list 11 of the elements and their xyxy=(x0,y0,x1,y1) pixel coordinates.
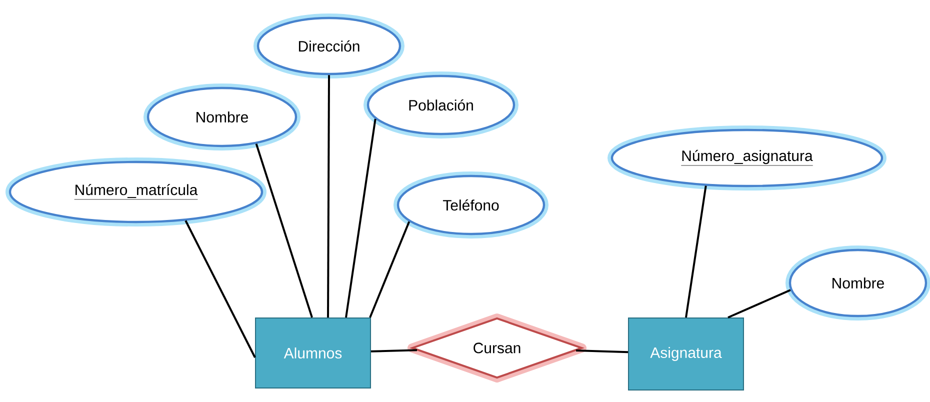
connector-line xyxy=(370,349,418,352)
connector-line xyxy=(576,350,628,354)
entity-box: Asignatura xyxy=(628,318,744,390)
connector-line xyxy=(345,118,376,318)
connector-line xyxy=(685,186,707,318)
connector-line xyxy=(184,220,256,358)
connector-line xyxy=(327,75,330,318)
connector-line xyxy=(728,289,791,318)
connector-line xyxy=(369,221,410,318)
entity-box: Alumnos xyxy=(255,318,371,388)
connector-line xyxy=(255,143,313,318)
